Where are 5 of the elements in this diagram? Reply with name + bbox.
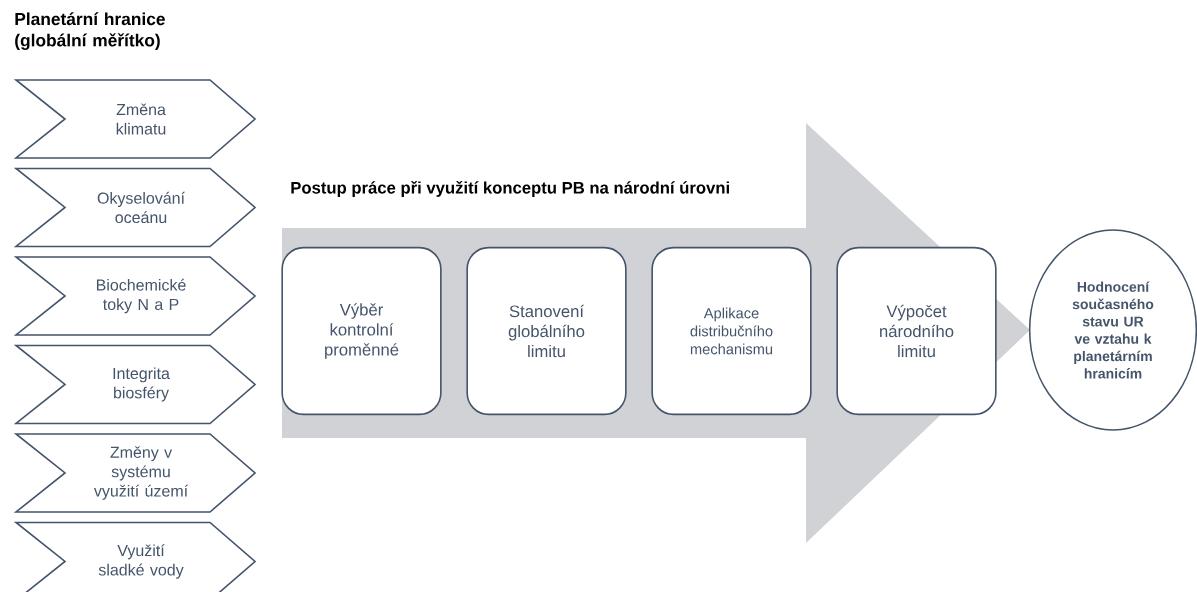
step-box: Stanovení globálního limitu: [466, 246, 627, 416]
step-box: Aplikace distribučního mechanismu: [651, 246, 812, 416]
step-box: Výpočet národního limitu: [836, 246, 997, 416]
step-box: Výběr kontrolní proměnné: [281, 246, 442, 416]
column-heading: Planetární hranice (globální měřítko): [15, 12, 165, 50]
